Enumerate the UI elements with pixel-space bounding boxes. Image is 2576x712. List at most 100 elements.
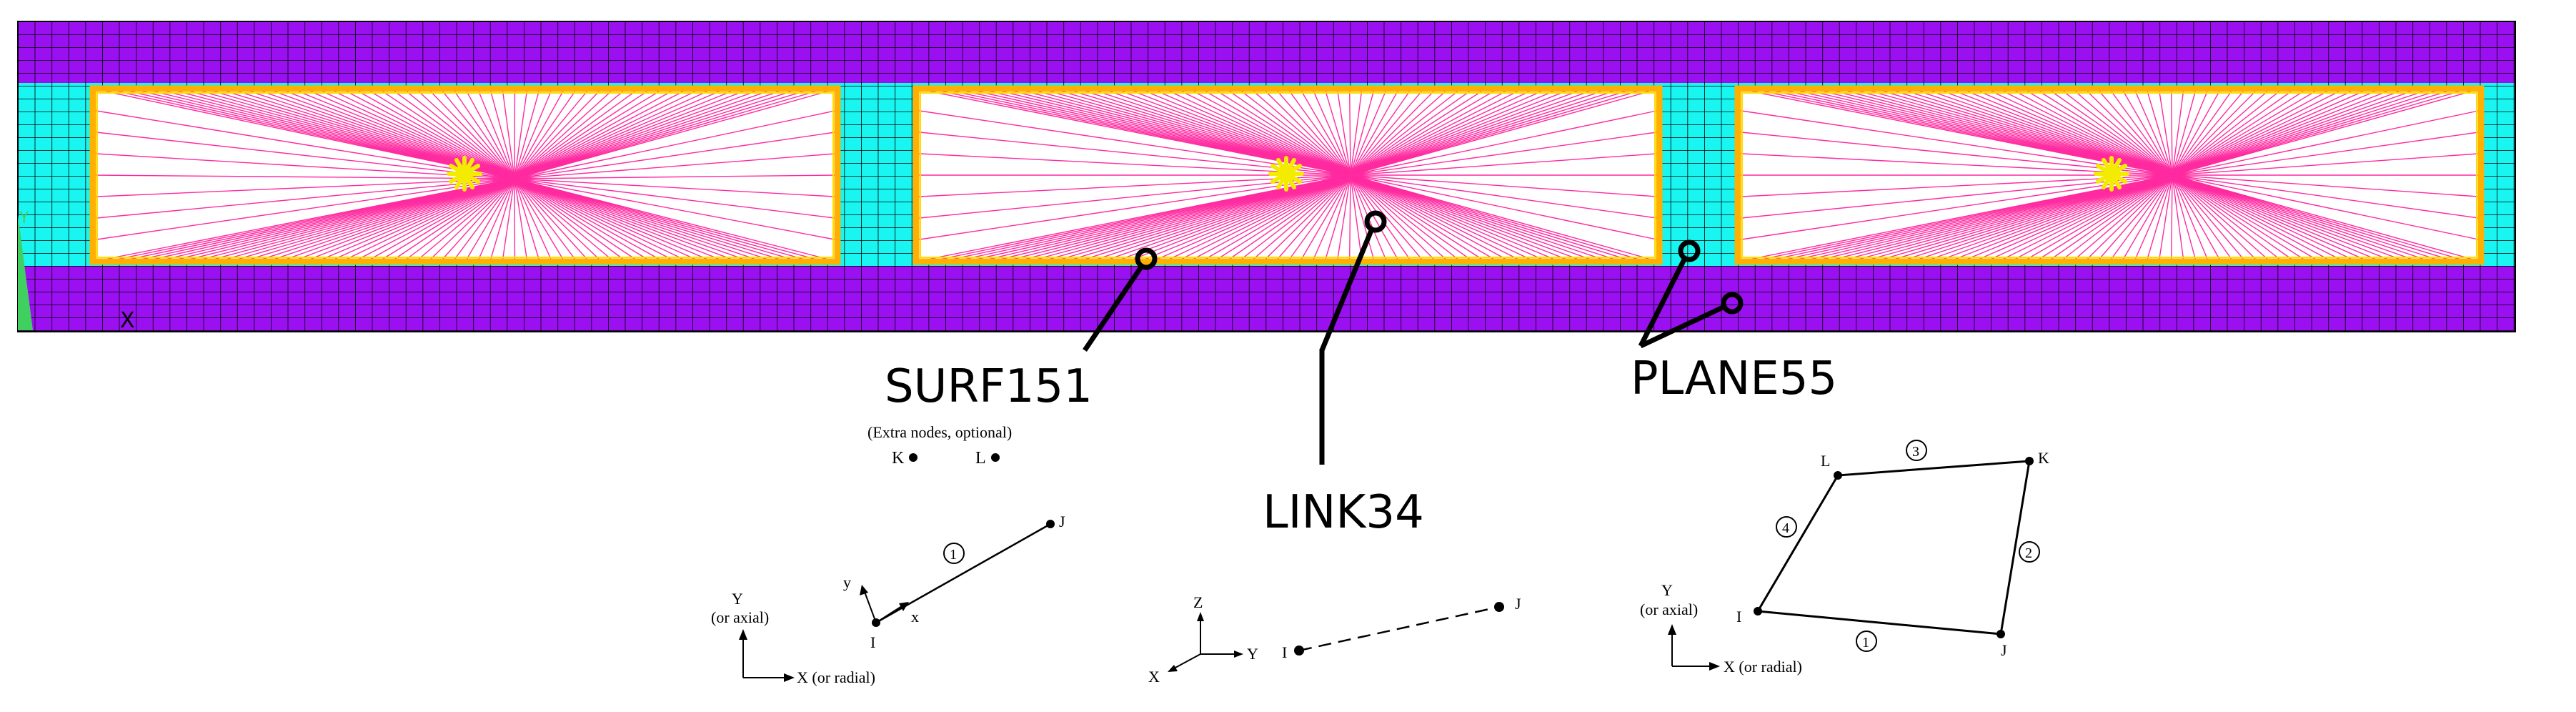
fan-line: [390, 88, 515, 179]
fan-line: [2022, 174, 2173, 262]
fan-line: [514, 178, 764, 262]
fan-line: [1350, 174, 1425, 262]
fan-line: [514, 178, 640, 262]
fan-lines: [1737, 88, 2482, 262]
fan-line: [489, 88, 515, 179]
link34-node-j: [1494, 602, 1504, 612]
fan-line: [2172, 88, 2234, 176]
fan-line: [514, 88, 801, 179]
surf151-local-y-arrow: [860, 585, 868, 595]
fan-line: [2158, 174, 2173, 262]
fan-line: [1997, 88, 2173, 176]
fan-line: [1960, 174, 2173, 262]
fan-line: [514, 88, 776, 179]
fan-line: [1350, 88, 1499, 176]
fan-line: [514, 88, 813, 179]
fan-line: [2172, 88, 2469, 176]
plane55-node-i-label: I: [1736, 608, 1741, 626]
fan-line: [142, 88, 515, 179]
link34-triad-x: [1173, 653, 1201, 669]
link34-node-j-label: J: [1515, 595, 1521, 613]
fan-line: [1064, 174, 1351, 262]
fan-line: [514, 88, 689, 179]
plane55-element-sketch: I L K J 1 2 3 4 Y (or axial) X (or radia…: [1640, 440, 2049, 676]
fan-line: [1114, 174, 1351, 262]
fan-line: [2172, 174, 2184, 262]
plane55-node-j-label: J: [2001, 641, 2007, 659]
fan-line: [2172, 88, 2482, 176]
fan-line: [1350, 174, 1623, 262]
fan-line: [390, 178, 515, 262]
fan-line: [514, 88, 590, 179]
surf151-face-1-marker: [943, 543, 965, 564]
contact-box-2: [912, 85, 1663, 265]
surf151-local-y-axis: [864, 591, 877, 623]
fan-line: [1350, 174, 1660, 197]
fan-line: [514, 178, 726, 262]
surf151-global-y-sublabel: (or axial): [711, 608, 769, 626]
fan-line: [2172, 131, 2482, 176]
fan-line: [2172, 88, 2222, 176]
fan-line: [402, 88, 515, 179]
fan-line: [229, 178, 515, 262]
plane55-node-i: [1754, 607, 1762, 615]
fan-line: [2172, 174, 2247, 262]
fan-line: [1350, 88, 1660, 176]
fan-line: [1948, 88, 2173, 176]
fan-line: [477, 88, 515, 179]
fan-line: [1350, 174, 1573, 262]
fan-line: [1350, 174, 1561, 262]
fan-line: [1350, 88, 1474, 176]
link34-label: LINK34: [1263, 486, 1424, 539]
fan-line: [1350, 174, 1660, 262]
fan-line: [279, 178, 515, 262]
fan-line: [1200, 88, 1351, 176]
fan-line: [514, 178, 627, 262]
fan-line: [1350, 174, 1610, 262]
fan-line: [514, 178, 776, 262]
fan-line: [291, 88, 515, 179]
fan-line: [514, 178, 590, 262]
fan-line: [514, 178, 739, 262]
surf151-label: SURF151: [885, 360, 1093, 413]
fan-line: [1077, 174, 1351, 262]
fan-line: [1350, 174, 1635, 262]
fan-line: [514, 153, 838, 179]
fan-line: [915, 109, 1351, 176]
fan-line: [1015, 174, 1351, 262]
fan-line: [2172, 88, 2395, 176]
fan-line: [402, 178, 515, 262]
fan-line: [2158, 88, 2173, 176]
fan-line: [1350, 131, 1660, 176]
fan-line: [1350, 109, 1660, 176]
plane55-global-x-label: X (or radial): [1724, 658, 1802, 676]
fan-line: [1350, 174, 1437, 262]
fan-line: [92, 131, 515, 179]
fan-line: [1027, 88, 1351, 176]
fan-line: [2172, 88, 2420, 176]
contact-box-3: [1734, 85, 2485, 265]
fan-line: [1175, 88, 1351, 176]
fan-line: [514, 88, 602, 179]
surf151-local-y-label: y: [843, 573, 851, 591]
plane55-node-k-label: K: [2038, 449, 2049, 467]
link34-element-sketch: Z Y X I J: [1148, 593, 1521, 686]
center-star-icon: [447, 156, 482, 192]
fan-line: [2172, 174, 2333, 262]
fan-line: [1899, 88, 2173, 176]
surf151-local-x-arrow: [899, 602, 909, 611]
fan-line: [1861, 174, 2173, 262]
fan-line: [502, 88, 515, 179]
fan-line: [92, 153, 515, 179]
fan-line: [1262, 174, 1351, 262]
fan-line: [1188, 174, 1351, 262]
fan-line: [514, 88, 788, 179]
surf151-marker: [1135, 247, 1158, 270]
fan-line: [2059, 174, 2173, 262]
fan-line: [514, 88, 615, 179]
fan-line: [514, 88, 702, 179]
fan-line: [2172, 174, 2308, 262]
fan-line: [1737, 174, 2173, 241]
fan-line: [2172, 174, 2197, 262]
fan-line: [2146, 174, 2173, 262]
